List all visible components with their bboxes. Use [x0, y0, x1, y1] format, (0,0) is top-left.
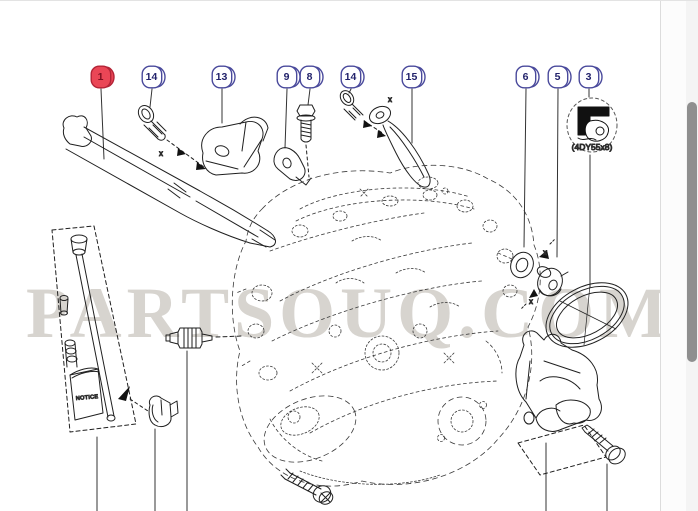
callout-badge-shape	[340, 65, 365, 89]
callout-badge-number: 14	[145, 71, 158, 83]
part-washer-6[interactable]	[507, 238, 556, 310]
part-bracket-9[interactable]	[273, 147, 312, 186]
callout-badge-number: 9	[283, 71, 290, 83]
callout-badge-shape	[276, 65, 301, 89]
x-mark: x	[388, 95, 392, 104]
callout-badge-number: 15	[405, 71, 418, 83]
part-seal-3[interactable]	[566, 97, 618, 153]
part-dipstick-kit[interactable]	[51, 225, 149, 433]
scrollbar-thumb[interactable]	[687, 102, 697, 362]
part-crossmember[interactable]	[62, 115, 276, 248]
x-mark: x	[529, 297, 533, 306]
callout-badge-5[interactable]: 5	[547, 65, 573, 89]
callout-badge-shape	[578, 65, 603, 89]
callout-badge-number: 6	[522, 71, 529, 83]
callout-badge-6[interactable]: 6	[515, 65, 541, 89]
callout-badge-shape	[515, 65, 540, 89]
part-plug-5[interactable]	[533, 264, 569, 300]
callout-badge-shape	[299, 65, 324, 89]
part-bolt-bottom[interactable]	[280, 468, 335, 507]
callout-badge-shape	[211, 65, 236, 89]
part-seal-ring[interactable]	[535, 270, 639, 361]
callout-badge-number: 13	[215, 71, 228, 83]
x-mark: x	[543, 248, 547, 257]
callout-badge-shape	[401, 65, 426, 89]
callout-badge-shape	[547, 65, 572, 89]
callout-leader-lines	[96, 88, 608, 511]
callout-badge-13[interactable]: 13	[211, 65, 237, 89]
callout-badge-3[interactable]: 3	[578, 65, 604, 89]
part-bolt-lower-right[interactable]	[581, 424, 628, 467]
part-bolt-8[interactable]	[296, 104, 316, 178]
callout-badge-number: 5	[554, 71, 561, 83]
content-border	[660, 1, 661, 511]
part-mount-bracket[interactable]	[515, 330, 607, 476]
gearbox-housing	[231, 164, 541, 487]
part-pad-13[interactable]	[201, 116, 269, 176]
part-sensor-switch[interactable]	[165, 327, 243, 349]
callout-badge-number: 8	[306, 71, 313, 83]
callout-badge-14[interactable]: 14	[340, 65, 366, 89]
x-mark: x	[159, 149, 163, 158]
part-screw-14b[interactable]	[337, 88, 386, 138]
callout-badge-8[interactable]: 8	[299, 65, 325, 89]
callout-badge-1[interactable]: 1	[90, 65, 116, 89]
callout-badge-number: 1	[97, 71, 104, 83]
callout-badge-15[interactable]: 15	[401, 65, 427, 89]
part-screw-14a[interactable]	[135, 103, 206, 170]
callout-badge-shape	[141, 65, 166, 89]
notice-booklet-label: NOTICE	[76, 394, 99, 402]
part-clip[interactable]	[148, 395, 179, 428]
callout-badge-14[interactable]: 14	[141, 65, 167, 89]
callout-badge-number: 14	[344, 71, 357, 83]
seal-size-label: (4DY55x8)	[572, 142, 613, 152]
callout-badge-shape	[90, 65, 115, 89]
callout-badge-number: 3	[585, 71, 592, 83]
callout-badge-9[interactable]: 9	[276, 65, 302, 89]
part-stay-15[interactable]	[367, 103, 431, 188]
